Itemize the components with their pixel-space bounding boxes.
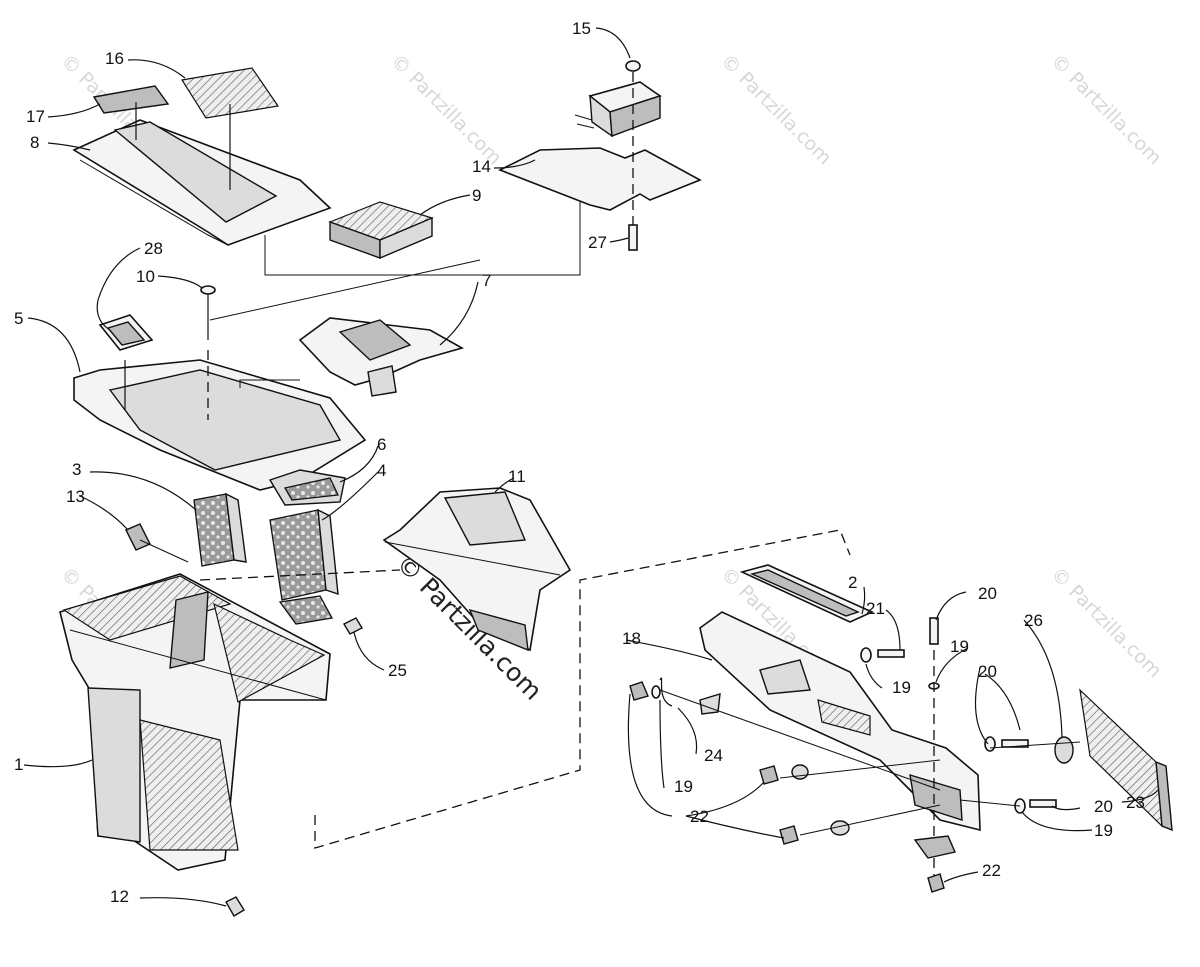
lid-assembly [72, 67, 581, 276]
watermark-faint: © Partzilla.com [386, 50, 505, 169]
callout-21: 21 [866, 599, 885, 618]
callout-labels: 1 2 3 4 5 6 7 8 9 10 11 12 13 14 15 16 1… [14, 19, 1145, 906]
nut-15 [625, 60, 641, 72]
callout-26: 26 [1024, 611, 1043, 630]
callout-12: 12 [110, 887, 129, 906]
fitting-25 [343, 617, 363, 635]
callout-19-d: 19 [1094, 821, 1113, 840]
callout-17: 17 [26, 107, 45, 126]
callout-14: 14 [472, 157, 491, 176]
watermark-faint: © Partzilla.com [716, 50, 835, 169]
watermark-faint: © Partzilla.com [1046, 50, 1165, 169]
callout-10: 10 [136, 267, 155, 286]
callout-15: 15 [572, 19, 591, 38]
drain-12 [225, 896, 245, 917]
callout-25: 25 [388, 661, 407, 680]
resonator-assembly [629, 564, 1173, 893]
relay-bracket-assembly [498, 60, 702, 251]
watermark-faint: © Partzilla.com [1046, 563, 1165, 682]
duct-body [382, 487, 572, 652]
mount-knob [913, 835, 956, 859]
airbox-base-1 [59, 569, 401, 871]
callout-4: 4 [377, 461, 386, 480]
inlet-duct-11 [382, 487, 572, 652]
callout-13: 13 [66, 487, 85, 506]
callout-22-b: 22 [982, 861, 1001, 880]
callout-22-a: 22 [690, 807, 709, 826]
callout-1: 1 [14, 755, 23, 774]
callout-24: 24 [704, 746, 723, 765]
hose-24 [659, 677, 673, 707]
callout-20-b: 20 [978, 662, 997, 681]
plug-26 [1054, 736, 1074, 764]
callout-2: 2 [848, 573, 857, 592]
clamp-13 [125, 523, 151, 551]
filter-23 [1079, 688, 1163, 828]
callout-7: 7 [482, 271, 491, 290]
callout-8: 8 [30, 133, 39, 152]
label-plate-17 [92, 85, 170, 114]
bolt-20 [929, 617, 939, 645]
callout-20-a: 20 [978, 584, 997, 603]
bolt-21 [877, 649, 905, 658]
label-plate-16 [181, 67, 280, 119]
callout-leaders [23, 27, 1159, 907]
callout-5: 5 [14, 309, 23, 328]
small-fittings [125, 523, 363, 917]
callout-9: 9 [472, 186, 481, 205]
callout-11: 11 [508, 467, 526, 486]
lid-window [113, 121, 278, 223]
callout-20-c: 20 [1094, 797, 1113, 816]
callout-27: 27 [588, 233, 607, 252]
callout-3: 3 [72, 460, 81, 479]
nut-22 [629, 681, 649, 701]
callout-19-c: 19 [674, 777, 693, 796]
callout-19-a: 19 [892, 678, 911, 697]
airbox-cover-assembly [73, 259, 481, 506]
callout-28: 28 [144, 239, 163, 258]
callout-16: 16 [105, 49, 124, 68]
callout-23: 23 [1126, 793, 1145, 812]
callout-18: 18 [622, 629, 641, 648]
bracket-plate-14 [498, 147, 702, 211]
filter-4 [269, 509, 327, 601]
bolt-27 [628, 224, 638, 251]
callout-19-b: 19 [950, 637, 969, 656]
callout-6: 6 [377, 435, 386, 454]
